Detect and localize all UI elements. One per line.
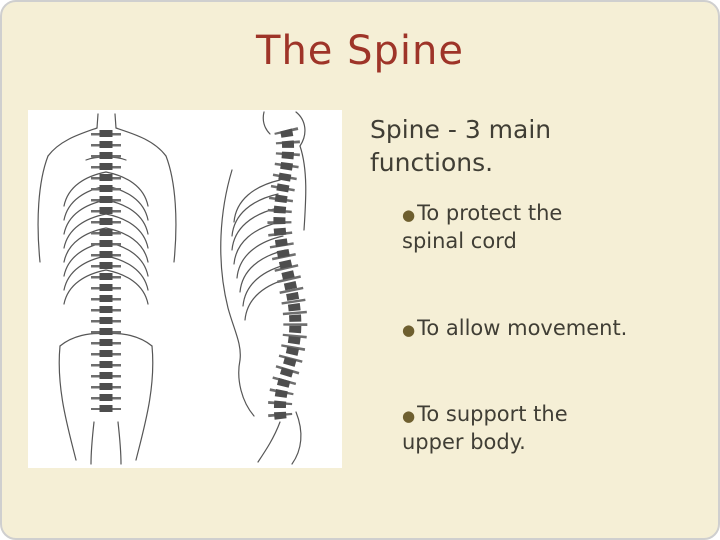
spine-side-view-icon bbox=[220, 111, 308, 465]
slide-subtitle: Spine - 3 main functions. bbox=[370, 115, 552, 177]
bullet-item: ●To support the upper body. bbox=[402, 400, 602, 457]
bullet-text: To protect the spinal cord bbox=[402, 201, 563, 254]
bullet-icon: ● bbox=[402, 320, 416, 339]
bullet-text: To allow movement. bbox=[417, 315, 628, 340]
bullet-item: ●To protect the spinal cord bbox=[402, 199, 602, 256]
bullet-icon: ● bbox=[402, 206, 416, 224]
bullet-item: ●To allow movement. bbox=[402, 314, 664, 342]
text-column: Spine - 3 main functions. ●To protect th… bbox=[370, 114, 670, 515]
slide-title: The Spine bbox=[256, 28, 464, 74]
spine-diagram-svg bbox=[37, 111, 308, 465]
spine-illustration bbox=[28, 110, 342, 468]
spine-front-view-icon bbox=[37, 113, 177, 465]
bullet-text: To support the upper body. bbox=[402, 402, 568, 455]
bullet-icon: ● bbox=[402, 407, 416, 426]
bullet-list: ●To protect the spinal cord ●To allow mo… bbox=[370, 199, 670, 457]
